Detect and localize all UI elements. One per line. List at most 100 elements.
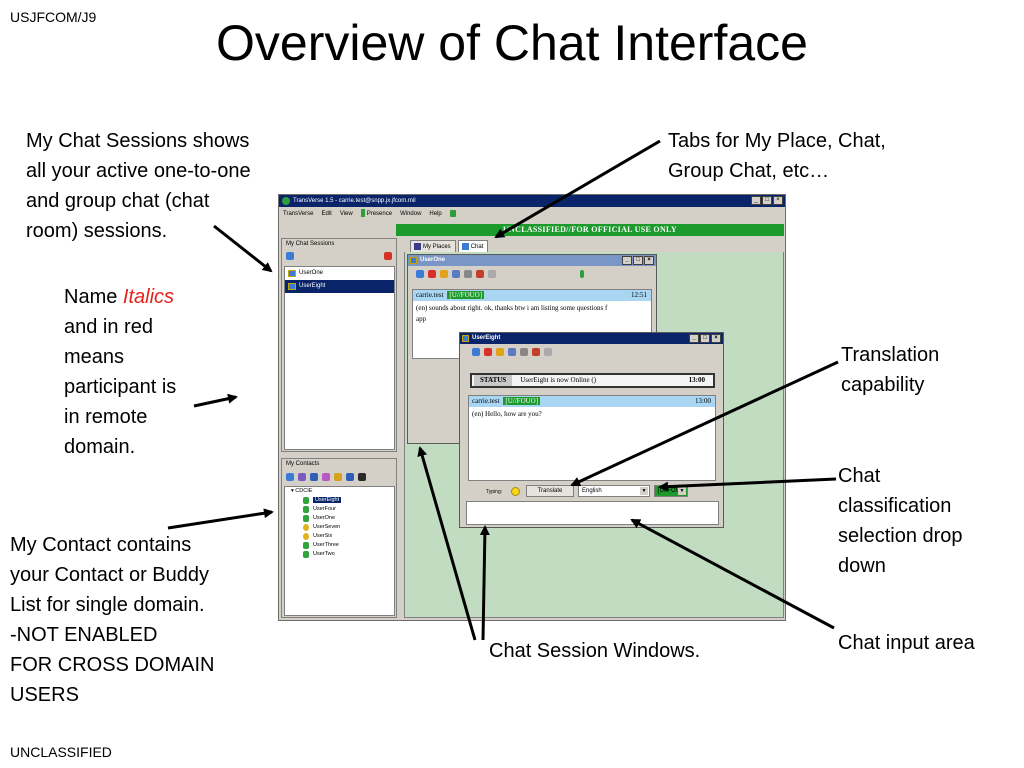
contacts-label: My Contacts (286, 461, 320, 467)
chat-sessions-label: My Chat Sessions (286, 241, 335, 247)
close-button[interactable]: × (644, 256, 654, 265)
status-label: STATUS (474, 375, 513, 386)
attach-icon[interactable] (464, 270, 472, 278)
arrow-to-chat-window-one (417, 446, 477, 641)
close-button[interactable]: × (773, 196, 783, 205)
chat-window-title: UserEight (472, 335, 501, 341)
language-select[interactable]: English ▼ (578, 485, 650, 497)
arrow-to-contacts (167, 508, 274, 530)
contact-item[interactable]: UserThree (285, 541, 394, 550)
chat-window-usereight: UserEight _ □ × STATUS UserEight is now O… (459, 332, 724, 528)
close-button[interactable]: × (711, 334, 721, 343)
close-session-icon[interactable] (384, 252, 392, 260)
contact-item[interactable]: UserOne (285, 514, 394, 523)
minimize-button[interactable]: _ (689, 334, 699, 343)
presence-icon (360, 209, 365, 218)
contact-item[interactable]: UserFour (285, 505, 394, 514)
note-tabs: Tabs for My Place, Chat, Group Chat, etc… (668, 130, 886, 182)
session-item-userone[interactable]: UserOne (285, 267, 394, 280)
arrow-to-translate (570, 360, 839, 487)
tab-chat[interactable]: Chat (457, 240, 489, 252)
tab-strip: My Places Chat (404, 238, 784, 252)
info-icon[interactable] (346, 473, 354, 481)
menu-transverse[interactable]: TransVerse (283, 211, 314, 217)
status-text: UserEight is now Online () (520, 376, 597, 384)
contact-item[interactable]: UserEight (285, 496, 394, 505)
menu-presence[interactable]: Presence (360, 207, 392, 221)
emoticon-icon[interactable] (496, 348, 504, 356)
message-sender: carrie.test (472, 397, 500, 405)
note-chat-sessions: My Chat Sessions shows all your active o… (26, 130, 251, 242)
session-item-usereight[interactable]: UserEight (285, 280, 394, 293)
app-title: TransVerse 1.5 - carrie.test@snpp.jx.jfc… (293, 198, 416, 204)
emoticon-icon[interactable] (440, 270, 448, 278)
search-icon[interactable] (488, 270, 496, 278)
chevron-down-icon: ▼ (640, 487, 648, 495)
contact-label: UserTwo (313, 551, 335, 557)
history-icon[interactable] (416, 270, 424, 278)
places-icon (414, 243, 421, 250)
online-user-icon (303, 506, 309, 513)
edit-icon[interactable] (334, 473, 342, 481)
group-icon[interactable] (310, 473, 318, 481)
bottom-classification-tag: UNCLASSIFIED (10, 744, 112, 760)
contact-item[interactable]: UserSeven (285, 523, 394, 532)
tab-label: My Places (423, 244, 451, 250)
chat-window-title: UserOne (420, 257, 446, 263)
away-user-icon (303, 533, 309, 540)
file-icon[interactable] (508, 348, 516, 356)
minimize-button[interactable]: _ (622, 256, 632, 265)
translate-button[interactable]: Translate (526, 485, 574, 497)
contact-item[interactable]: UserSix (285, 532, 394, 541)
menu-help[interactable]: Help (429, 211, 442, 217)
maximize-button[interactable]: □ (700, 334, 710, 343)
file-icon[interactable] (452, 270, 460, 278)
message-header: carrie.test[U//FOUO]12:51 (413, 290, 651, 301)
contact-label: UserSix (313, 533, 333, 539)
session-icon (288, 270, 296, 277)
message-header: carrie.test[U//FOUO]13:00 (469, 396, 715, 407)
history-icon[interactable] (472, 348, 480, 356)
translate-icon[interactable] (476, 270, 484, 278)
message-sender: carrie.test (416, 291, 444, 299)
session-icon (288, 283, 296, 290)
translate-icon[interactable] (532, 348, 540, 356)
note-name-prefix: Name (64, 286, 123, 308)
contact-label: UserOne (313, 515, 336, 521)
app-menubar: TransVerse Edit View Presence Window Hel… (279, 207, 785, 221)
contacts-list: ▾ CDCIE UserEight UserFour UserOne UserS… (284, 486, 395, 616)
maximize-button[interactable]: □ (633, 256, 643, 265)
message-classification: [U//FOUO] (447, 291, 485, 299)
contact-label: UserSeven (313, 524, 341, 530)
note-name-italic-word: Italics (122, 286, 175, 308)
chat-icon[interactable] (322, 473, 330, 481)
search-icon[interactable] (544, 348, 552, 356)
app-titlebar: TransVerse 1.5 - carrie.test@snpp.jx.jfc… (279, 195, 785, 207)
chat-input[interactable] (466, 501, 719, 525)
note-input-area: Chat input area (838, 632, 975, 654)
minimize-button[interactable]: _ (751, 196, 761, 205)
contacts-view-icon[interactable] (286, 473, 294, 481)
maximize-button[interactable]: □ (762, 196, 772, 205)
tab-my-places[interactable]: My Places (410, 240, 456, 252)
away-user-icon (303, 524, 309, 531)
add-contact-icon[interactable] (298, 473, 306, 481)
language-value: English (582, 488, 602, 494)
contacts-root[interactable]: ▾ CDCIE (291, 488, 313, 494)
arrow-to-italics (193, 393, 238, 408)
contact-label: UserEight (313, 497, 342, 503)
contact-item[interactable]: UserTwo (285, 550, 394, 559)
smiley-icon[interactable] (511, 487, 520, 496)
message-time: 13:00 (695, 397, 711, 405)
attach-icon[interactable] (520, 348, 528, 356)
stop-icon[interactable] (484, 348, 492, 356)
tools-icon[interactable] (358, 473, 366, 481)
menu-window[interactable]: Window (400, 211, 422, 217)
open-session-icon[interactable] (286, 252, 294, 260)
online-user-icon (303, 542, 309, 549)
menu-edit[interactable]: Edit (321, 211, 332, 217)
menu-view[interactable]: View (339, 211, 353, 217)
stop-icon[interactable] (428, 270, 436, 278)
